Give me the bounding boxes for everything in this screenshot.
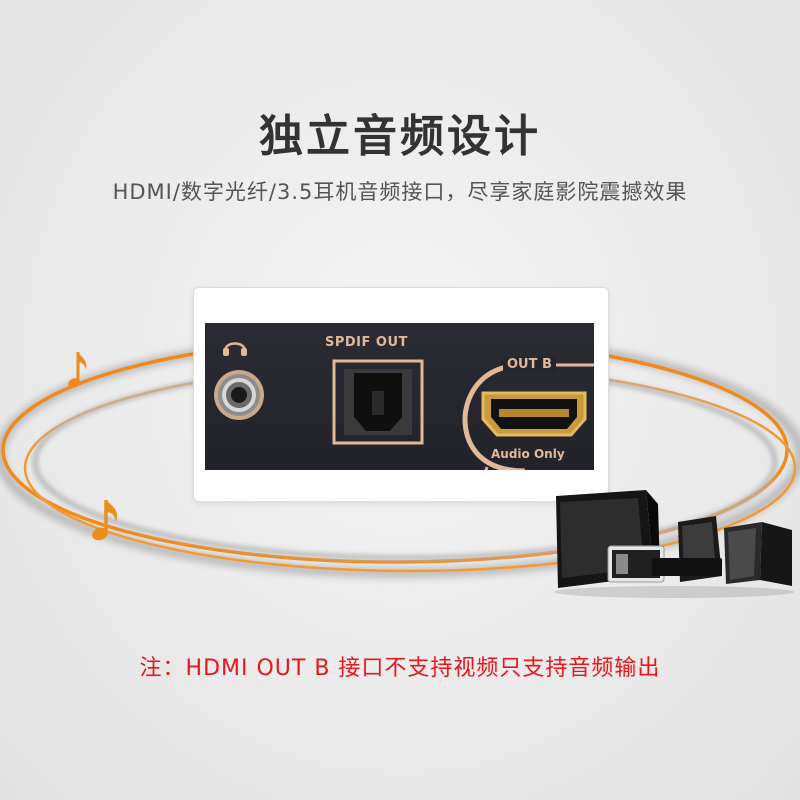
headphone-icon [223,342,247,356]
music-note-icon [68,352,87,388]
music-note-icon [92,500,118,541]
optical-port [332,359,424,445]
page-subtitle: HDMI/数字光纤/3.5耳机音频接口，尽享家庭影院震撼效果 [112,180,688,204]
audio-jack-port [214,370,264,420]
spdif-label: SPDIF OUT [325,335,408,350]
page-title: 独立音频设计 [259,111,541,162]
speaker-system-illustration [554,490,794,598]
hdmi-out-b-note: 注：HDMI OUT B 接口不支持视频只支持音频输出 [139,656,661,681]
port-panel: SPDIF OUT OUT B Audio Only [205,323,594,470]
out-b-label: OUT B [503,357,556,372]
audio-only-label: Audio Only [491,447,565,461]
